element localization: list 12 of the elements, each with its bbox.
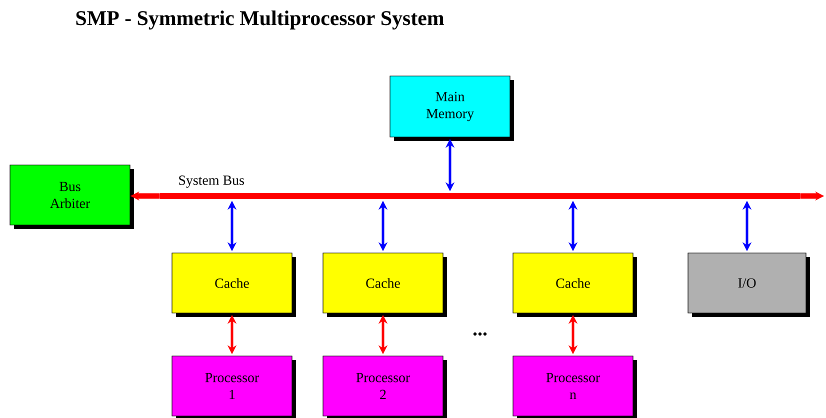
processor-box: Processor 1 xyxy=(172,356,296,418)
processor-box: Processor n xyxy=(512,356,637,418)
title: SMP - Symmetric Multiprocessor System xyxy=(76,10,444,30)
bus-label: System Bus xyxy=(179,176,244,188)
memory-box: Main Memory xyxy=(390,76,514,141)
ellipsis: ... xyxy=(473,332,487,336)
cache-box: Cache xyxy=(512,252,637,317)
processor-box: Processor 2 xyxy=(322,356,447,418)
io-box: I/O xyxy=(688,252,810,317)
arbiter-box: Bus Arbiter xyxy=(10,164,134,229)
cache-box: Cache xyxy=(172,252,296,317)
cache-box: Cache xyxy=(322,252,447,317)
